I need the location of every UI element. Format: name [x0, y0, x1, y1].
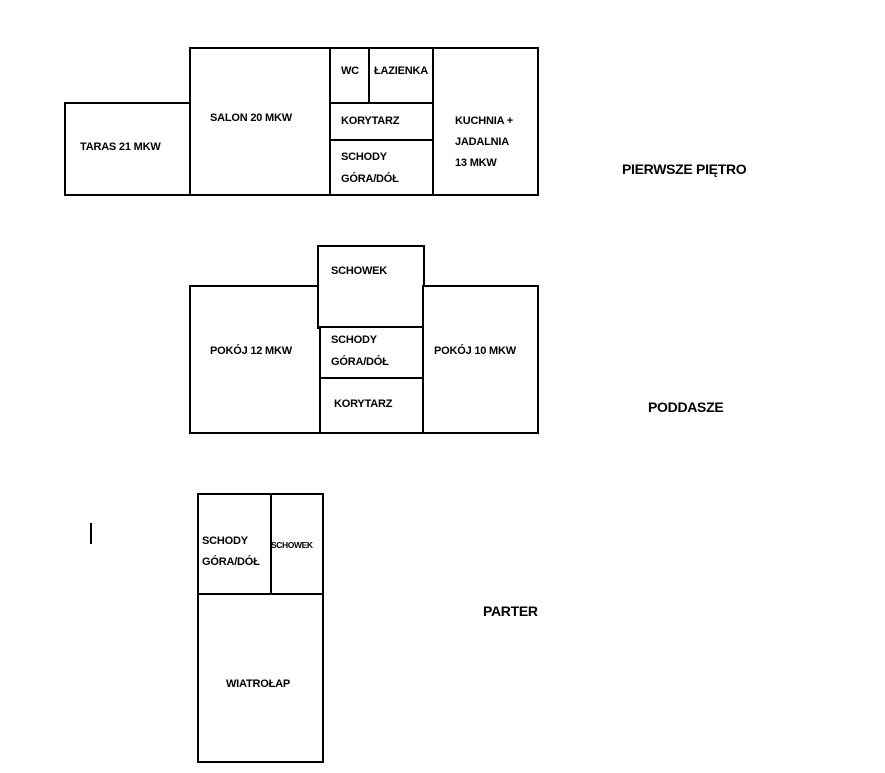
label-kuchnia-1: KUCHNIA +	[455, 115, 513, 127]
room-taras	[64, 102, 192, 196]
floor-title-poddasze: PODDASZE	[648, 399, 724, 415]
room-pokoj-10	[422, 285, 539, 434]
label-kuchnia-3: 13 MKW	[455, 157, 497, 169]
label-salon: SALON 20 MKW	[210, 112, 292, 124]
label-korytarz-pietro: KORYTARZ	[341, 115, 400, 127]
label-schody-pietro-1: SCHODY	[341, 151, 387, 163]
label-schody-poddasze-1: SCHODY	[331, 334, 377, 346]
room-salon	[189, 47, 332, 196]
label-schody-poddasze-2: GÓRA/DÓŁ	[331, 356, 389, 368]
label-schowek-parter: SCHOWEK	[271, 540, 313, 550]
label-wiatrolap: WIATROŁAP	[226, 678, 290, 690]
label-pokoj-10: POKÓJ 10 MKW	[434, 345, 516, 357]
floor-title-pierwsze-pietro: PIERWSZE PIĘTRO	[622, 161, 747, 177]
room-schowek-parter	[270, 493, 324, 596]
label-taras: TARAS 21 MKW	[80, 141, 161, 153]
label-wc: WC	[341, 65, 359, 77]
floor-title-parter: PARTER	[483, 603, 538, 619]
label-schowek-poddasze: SCHOWEK	[331, 265, 388, 277]
label-kuchnia-2: JADALNIA	[455, 136, 510, 148]
label-korytarz-poddasze: KORYTARZ	[334, 398, 393, 410]
room-kuchnia-jadalnia	[432, 47, 539, 196]
room-schody-parter	[197, 493, 273, 596]
room-korytarz-poddasze	[319, 377, 425, 434]
label-pokoj-12: POKÓJ 12 MKW	[210, 345, 292, 357]
label-schody-pietro-2: GÓRA/DÓŁ	[341, 173, 399, 185]
label-lazienka: ŁAZIENKA	[374, 65, 429, 77]
room-schody-pietro	[329, 139, 435, 196]
room-wiatrolap	[197, 593, 324, 763]
room-schowek-poddasze	[317, 245, 425, 329]
label-schody-parter-1: SCHODY	[202, 535, 248, 547]
text-cursor	[90, 523, 92, 544]
label-schody-parter-2: GÓRA/DÓŁ	[202, 556, 260, 568]
